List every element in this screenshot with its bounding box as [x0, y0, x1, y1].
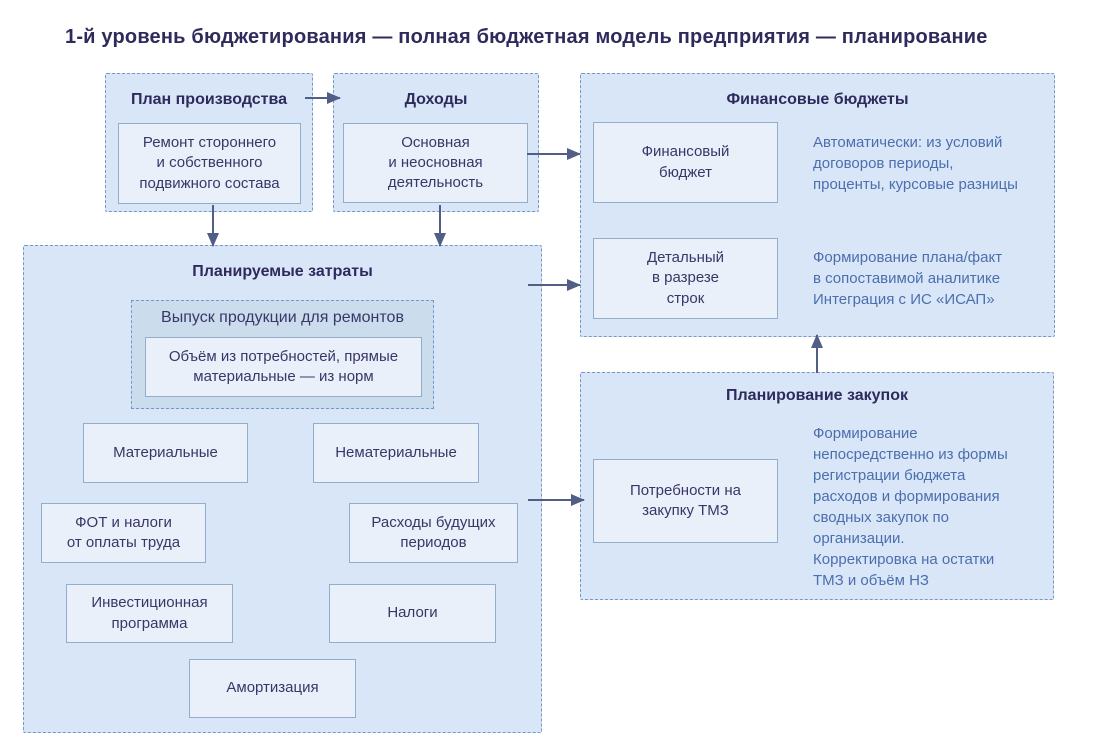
output-for-repairs-header: Выпуск продукции для ремонтов — [161, 309, 404, 326]
diagram-title: 1-й уровень бюджетирования — полная бюдж… — [65, 26, 988, 48]
production-plan-header: План производства — [130, 91, 288, 108]
financial-budgets-header: Финансовые бюджеты — [726, 91, 909, 108]
financial-budget-item: Финансовый бюджет — [593, 122, 778, 203]
group-financial-budgets: Финансовые бюджеты Финансовый бюджет Авт… — [580, 73, 1055, 337]
detail-rows-item: Детальный в разрезе строк — [593, 238, 778, 319]
cost-item-investment-program: Инвестиционная программа — [66, 584, 233, 643]
cost-item-deferred-expenses: Расходы будущих периодов — [349, 503, 518, 563]
production-plan-item: Ремонт стороннего и собственного подвижн… — [118, 123, 301, 204]
procurement-needs-item: Потребности на закупку ТМЗ — [593, 459, 778, 543]
group-planned-costs: Планируемые затраты Выпуск продукции для… — [23, 245, 542, 733]
group-procurement-planning: Планирование закупок Потребности на заку… — [580, 372, 1054, 600]
cost-item-taxes: Налоги — [329, 584, 496, 643]
cost-item-payroll-taxes: ФОТ и налоги от оплаты труда — [41, 503, 206, 563]
group-income: Доходы Основная и неосновная деятельност… — [333, 73, 539, 212]
cost-item-material: Материальные — [83, 423, 248, 483]
procurement-header: Планирование закупок — [726, 387, 908, 404]
planned-costs-header: Планируемые затраты — [192, 263, 373, 280]
cost-item-intangible: Нематериальные — [313, 423, 479, 483]
detail-rows-note: Формирование плана/факт в сопоставимой а… — [813, 249, 1003, 308]
group-production-plan: План производства Ремонт стороннего и со… — [105, 73, 313, 212]
output-volume-item: Объём из потребностей, прямые материальн… — [145, 337, 422, 397]
income-header: Доходы — [404, 91, 468, 108]
financial-budget-note: Автоматически: из условий договоров пери… — [813, 134, 1018, 193]
group-output-for-repairs: Выпуск продукции для ремонтов Объём из п… — [131, 300, 434, 409]
cost-item-depreciation: Амортизация — [189, 659, 356, 718]
procurement-note: Формирование непосредственно из формы ре… — [813, 425, 1008, 589]
income-item: Основная и неосновная деятельность — [343, 123, 528, 203]
